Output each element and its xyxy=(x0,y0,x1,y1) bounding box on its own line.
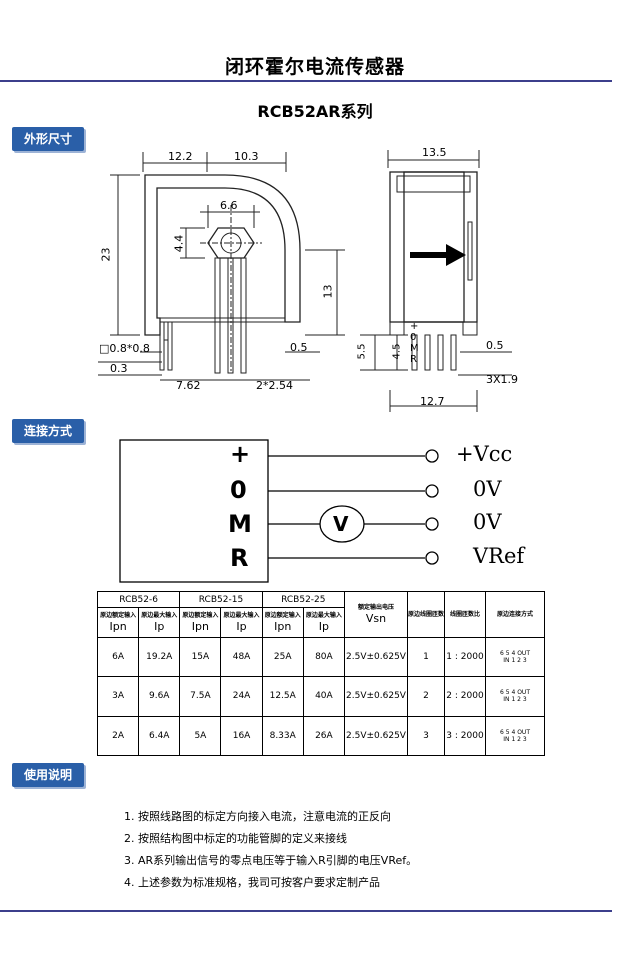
dim-762: 7.62 xyxy=(176,379,201,392)
bottom-rule xyxy=(0,910,612,912)
side-dim-127: 12.7 xyxy=(420,395,445,408)
pin-plus: + xyxy=(230,440,251,468)
current-direction-arrow-icon xyxy=(410,244,466,266)
vsn-header: 额定输出电压 Vsn xyxy=(344,591,408,638)
ratio-header: 线圈匝数比 xyxy=(444,591,486,638)
dim-top-right: 10.3 xyxy=(234,150,259,163)
top-rule xyxy=(0,80,612,82)
usage-notes: 1. 按照线路图的标定方向接入电流，注意电流的正反向 2. 按照结构图中标定的功… xyxy=(124,806,417,894)
dim-height: 23 xyxy=(99,247,113,262)
dim-inner: 6.6 xyxy=(220,199,238,212)
dimension-drawing xyxy=(98,150,512,412)
dim-top-left: 12.2 xyxy=(168,150,193,163)
note-item: 3. AR系列输出信号的零点电压等于输入R引脚的电压VRef。 xyxy=(124,854,418,867)
dim-hole: 4.4 xyxy=(172,234,186,253)
wiring-diagram-icon: 6 5 4 OUT IN 1 2 3 xyxy=(485,676,545,717)
note-item: 4. 上述参数为标准规格，我司可按客户要求定制产品 xyxy=(124,876,380,889)
note-item: 2. 按照结构图中标定的功能管脚的定义来接线 xyxy=(124,832,347,845)
connection-diagram xyxy=(119,439,439,583)
out-vcc: +Vcc xyxy=(456,442,513,466)
dim-pin-height: 13 xyxy=(321,284,335,299)
out-vref: VRef xyxy=(473,544,525,568)
pin-m: M xyxy=(228,510,252,538)
group-25: RCB52-25 xyxy=(261,591,346,608)
side-view xyxy=(360,150,512,412)
spec-table: RCB52-6 RCB52-15 RCB52-25 额定输出电压 Vsn 原边线… xyxy=(96,591,545,757)
out-0v-a: 0V xyxy=(473,477,502,501)
dim-05: 0.5 xyxy=(290,341,308,354)
turns-header: 原边线圈匝数 xyxy=(407,591,445,638)
wiring-diagram-icon: 6 5 4 OUT IN 1 2 3 xyxy=(485,715,545,757)
section-tag-dimensions: 外形尺寸 xyxy=(12,127,85,151)
side-marking: + 0 M R xyxy=(410,321,420,365)
side-dim-width: 13.5 xyxy=(422,146,447,159)
note-item: 1. 按照线路图的标定方向接入电流，注意电流的正反向 xyxy=(124,810,391,823)
out-0v-b: 0V xyxy=(473,510,502,534)
dim-254: 2*2.54 xyxy=(256,379,293,392)
wiring-header: 原边连接方式 xyxy=(485,591,545,638)
group-15: RCB52-15 xyxy=(179,591,263,608)
group-6: RCB52-6 xyxy=(96,591,181,608)
dim-pin-section: □0.8*0.8 xyxy=(99,342,150,355)
wiring-diagram-icon: 6 5 4 OUT IN 1 2 3 xyxy=(485,636,545,678)
side-dim-45: 4.5 xyxy=(391,343,403,360)
dim-03: 0.3 xyxy=(110,362,128,375)
page-title: 闭环霍尔电流传感器 xyxy=(224,56,405,78)
front-view xyxy=(98,152,345,381)
series-subtitle: RCB52AR系列 xyxy=(257,102,373,121)
section-tag-connection: 连接方式 xyxy=(12,419,85,443)
side-dim-55: 5.5 xyxy=(356,343,368,360)
pin-zero: 0 xyxy=(230,476,247,504)
voltmeter-icon xyxy=(319,505,365,543)
section-tag-usage: 使用说明 xyxy=(12,763,85,787)
side-dim-3x19: 3X1.9 xyxy=(486,373,519,386)
voltmeter-label: V xyxy=(333,512,349,536)
side-dim-05: 0.5 xyxy=(486,339,504,352)
pin-r: R xyxy=(230,544,249,572)
